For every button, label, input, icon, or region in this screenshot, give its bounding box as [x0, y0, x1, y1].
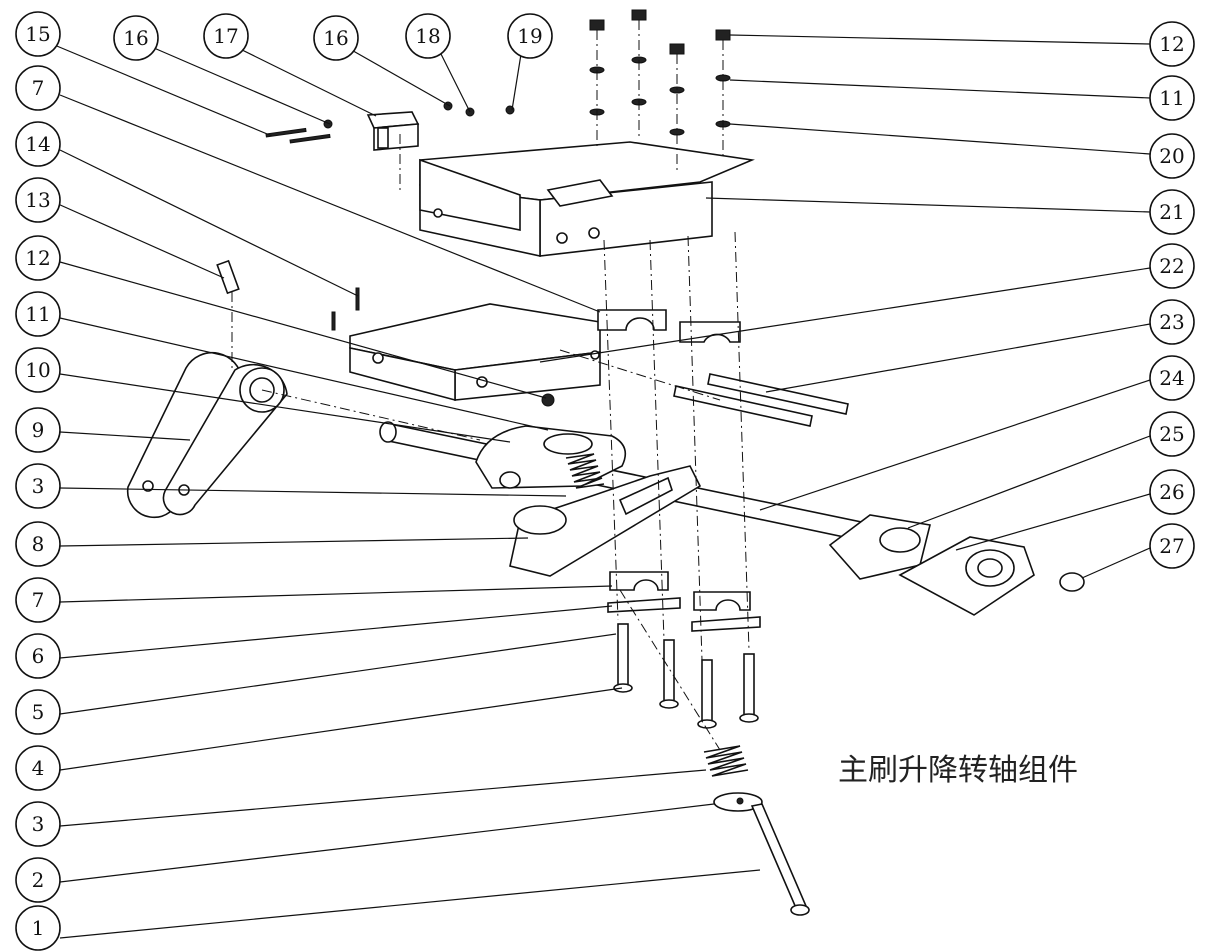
callout-23: 23: [1149, 299, 1195, 345]
pivot-housing-part: [475, 425, 627, 489]
svg-text:23: 23: [1159, 310, 1184, 334]
callout-16b: 16: [313, 15, 359, 61]
callout-2: 2: [15, 857, 61, 903]
callout-balloons: 15 16 17 16 18 19 7 14 13 12 11 10 9 3 8…: [15, 11, 1195, 951]
svg-text:20: 20: [1159, 144, 1184, 168]
callout-8: 8: [15, 521, 61, 567]
svg-text:3: 3: [32, 474, 45, 498]
callout-11a: 11: [15, 291, 61, 337]
svg-text:11: 11: [25, 302, 50, 326]
callout-27: 27: [1149, 523, 1195, 569]
svg-text:18: 18: [415, 24, 440, 48]
svg-text:8: 8: [32, 532, 45, 556]
callout-19: 19: [507, 13, 553, 59]
svg-text:5: 5: [32, 700, 45, 724]
callout-21: 21: [1149, 189, 1195, 235]
callout-17: 17: [203, 13, 249, 59]
top-fastener-stacks: [589, 9, 731, 136]
parts-drawing: [126, 9, 1085, 916]
svg-text:9: 9: [32, 418, 45, 442]
snap-ring-part: [1059, 572, 1085, 592]
callout-26: 26: [1149, 469, 1195, 515]
svg-text:12: 12: [1159, 32, 1184, 56]
svg-text:15: 15: [25, 22, 50, 46]
lower-bearing-halves: [607, 571, 761, 632]
callout-15: 15: [15, 11, 61, 57]
callout-24: 24: [1149, 355, 1195, 401]
svg-text:21: 21: [1159, 200, 1184, 224]
callout-5: 5: [15, 689, 61, 735]
svg-text:6: 6: [32, 644, 45, 668]
cam-lever-part: [509, 465, 702, 577]
svg-text:27: 27: [1159, 534, 1184, 558]
switch-block-part: [366, 111, 420, 151]
callout-7b: 7: [15, 577, 61, 623]
svg-text:13: 13: [25, 188, 50, 212]
callout-7a: 7: [15, 65, 61, 111]
callout-18: 18: [405, 13, 451, 59]
svg-text:10: 10: [25, 358, 50, 382]
top-bracket-part: [419, 141, 755, 257]
callout-13: 13: [15, 177, 61, 223]
callout-25: 25: [1149, 411, 1195, 457]
callout-12a: 12: [15, 235, 61, 281]
flange-bearing-part: [828, 514, 1035, 616]
svg-text:24: 24: [1159, 366, 1184, 390]
svg-text:11: 11: [1159, 86, 1184, 110]
callout-10: 10: [15, 347, 61, 393]
upper-spring-part: [565, 453, 605, 489]
svg-text:16: 16: [123, 26, 148, 50]
callout-3a: 3: [15, 463, 61, 509]
callout-22: 22: [1149, 243, 1195, 289]
callout-14: 14: [15, 121, 61, 167]
callout-4: 4: [15, 745, 61, 791]
svg-text:12: 12: [25, 246, 50, 270]
callout-11b: 11: [1149, 75, 1195, 121]
callout-1: 1: [15, 905, 61, 951]
svg-text:14: 14: [25, 132, 50, 156]
callout-3b: 3: [15, 801, 61, 847]
svg-text:2: 2: [32, 868, 45, 892]
lower-spring-part: [703, 745, 763, 812]
svg-text:7: 7: [32, 76, 45, 100]
svg-text:3: 3: [32, 812, 45, 836]
svg-text:22: 22: [1159, 254, 1184, 278]
upper-bearing-halves: [597, 309, 741, 343]
svg-text:16: 16: [323, 26, 348, 50]
svg-text:26: 26: [1159, 480, 1184, 504]
swing-arm-part: [126, 351, 288, 519]
callout-16a: 16: [113, 15, 159, 61]
svg-text:7: 7: [32, 588, 45, 612]
svg-text:4: 4: [32, 756, 45, 780]
callout-20: 20: [1149, 133, 1195, 179]
leader-lines: [51, 34, 1151, 939]
assembly-caption: 主刷升降转轴组件: [838, 753, 1078, 788]
svg-text:25: 25: [1159, 422, 1184, 446]
callout-9: 9: [15, 407, 61, 453]
svg-text:1: 1: [32, 916, 45, 940]
svg-text:19: 19: [517, 24, 542, 48]
callout-6: 6: [15, 633, 61, 679]
callout-12b: 12: [1149, 21, 1195, 67]
assembly-axes: [231, 20, 750, 751]
middle-bracket-part: [349, 303, 601, 402]
svg-text:17: 17: [213, 24, 238, 48]
